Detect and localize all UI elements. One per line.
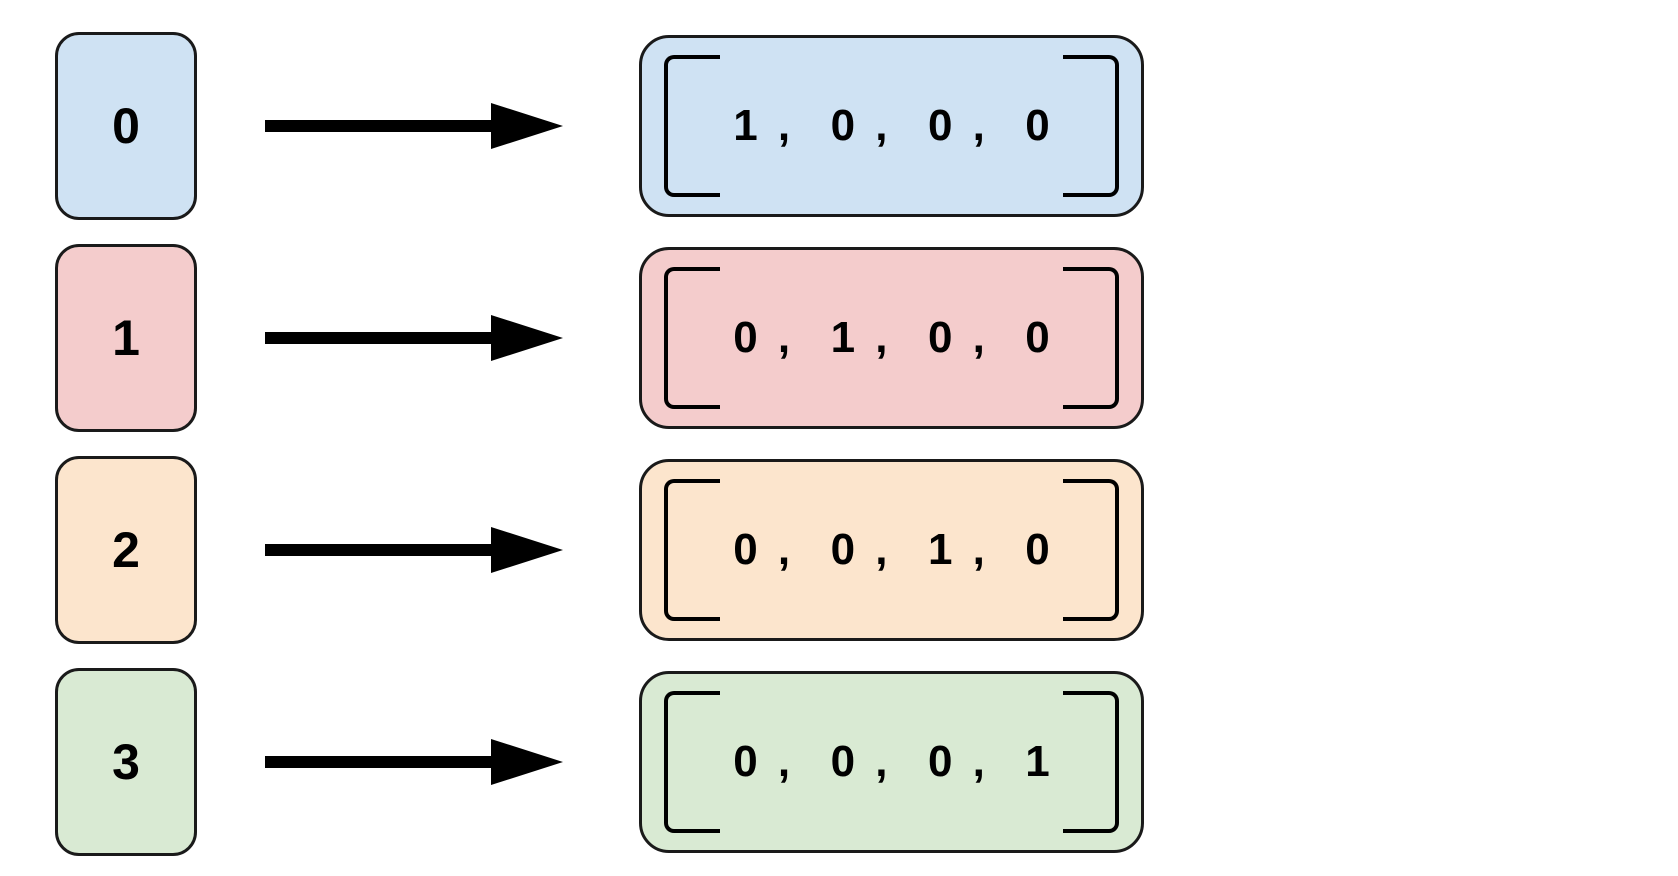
token-box-3: 3: [55, 668, 197, 856]
mapping-rows: 0 1 , 0 , 0 , 0 1: [55, 32, 1144, 856]
right-bracket-icon: [1063, 267, 1119, 409]
vector-box-3: 0 , 0 , 0 , 1: [639, 671, 1144, 853]
right-bracket-icon: [1063, 479, 1119, 621]
left-bracket-icon: [664, 479, 720, 621]
token-box-1: 1: [55, 244, 197, 432]
vector-values: 1 , 0 , 0 , 0: [733, 101, 1050, 150]
vector-box-2: 0 , 0 , 1 , 0: [639, 459, 1144, 641]
mapping-row-0: 0 1 , 0 , 0 , 0: [55, 32, 1144, 220]
token-box-0: 0: [55, 32, 197, 220]
token-label: 1: [112, 310, 140, 366]
mapping-row-1: 1 0 , 1 , 0 , 0: [55, 244, 1144, 432]
right-arrow-icon: [263, 732, 563, 792]
vector-values: 0 , 0 , 0 , 1: [733, 737, 1050, 786]
right-bracket-icon: [1063, 55, 1119, 197]
mapping-row-2: 2 0 , 0 , 1 , 0: [55, 456, 1144, 644]
right-arrow-icon: [263, 308, 563, 368]
token-label: 0: [112, 98, 140, 154]
right-bracket-icon: [1063, 691, 1119, 833]
mapping-row-3: 3 0 , 0 , 0 , 1: [55, 668, 1144, 856]
left-bracket-icon: [664, 691, 720, 833]
right-arrow-icon: [263, 96, 563, 156]
vector-values: 0 , 0 , 1 , 0: [733, 525, 1050, 574]
token-label: 3: [112, 734, 140, 790]
right-arrow-icon: [263, 520, 563, 580]
left-bracket-icon: [664, 267, 720, 409]
left-bracket-icon: [664, 55, 720, 197]
vector-values: 0 , 1 , 0 , 0: [733, 313, 1050, 362]
token-label: 2: [112, 522, 140, 578]
token-box-2: 2: [55, 456, 197, 644]
vector-box-1: 0 , 1 , 0 , 0: [639, 247, 1144, 429]
vector-box-0: 1 , 0 , 0 , 0: [639, 35, 1144, 217]
